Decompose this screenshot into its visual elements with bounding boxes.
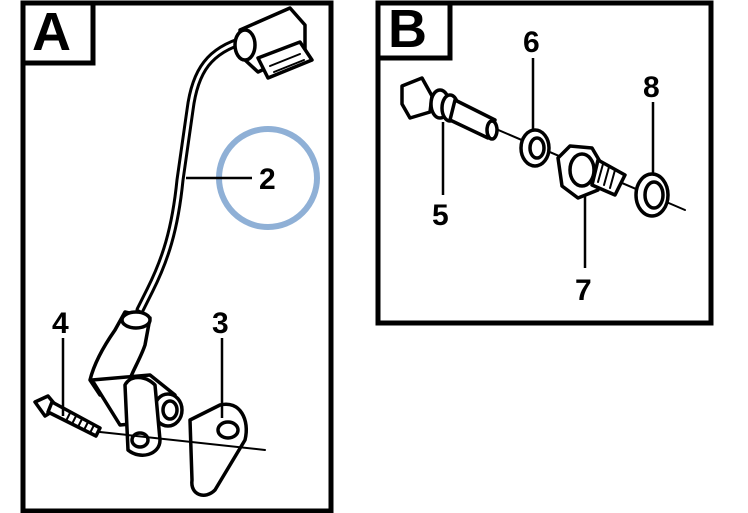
- seal-washer-large: [634, 172, 670, 218]
- panel-b-frame: [375, 0, 714, 326]
- callout-6: 6: [523, 26, 540, 59]
- mounting-bolt: [33, 394, 102, 438]
- callout-4: 4: [52, 307, 69, 340]
- sensor-cable: [135, 35, 250, 315]
- panel-a-frame: [20, 0, 334, 513]
- callout-5: 5: [432, 199, 449, 232]
- panel-b-label-box: [375, 0, 453, 61]
- callout-2: 2: [259, 163, 276, 196]
- assembly-axis-a: [99, 431, 266, 451]
- temperature-sensor: [400, 76, 499, 141]
- panel-b-label: B: [388, 0, 427, 59]
- panel-a: A: [20, 0, 334, 513]
- callout-8: 8: [643, 71, 660, 104]
- panel-a-label: A: [32, 2, 71, 62]
- panel-a-label-box: [20, 0, 96, 66]
- adapter-nut: [556, 144, 627, 200]
- panel-b: B 5: [375, 0, 714, 326]
- seal-washer-small: [519, 128, 551, 168]
- callout-7: 7: [575, 274, 592, 307]
- connector-plug: [233, 6, 314, 80]
- callout-3: 3: [212, 307, 229, 340]
